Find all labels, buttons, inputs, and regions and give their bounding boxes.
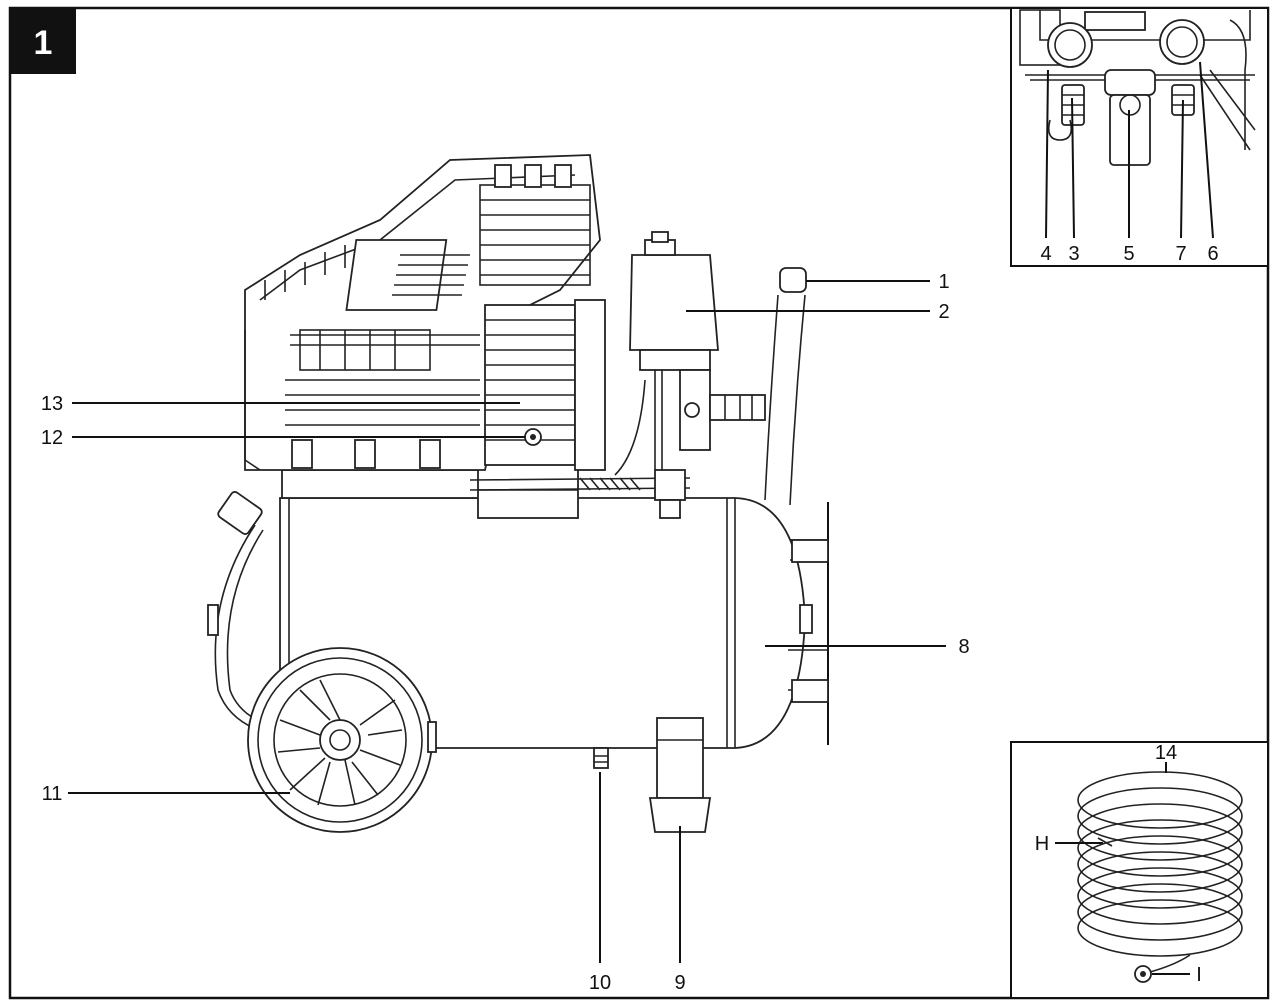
callout-11: 11 <box>42 783 63 805</box>
outlet-pipe <box>764 267 807 506</box>
callout-3: 3 <box>1068 243 1079 265</box>
callout-I: I <box>1196 964 1202 986</box>
motor-shroud <box>244 154 601 471</box>
callout-10: 10 <box>589 972 611 994</box>
wheel <box>247 647 437 833</box>
drain-valve <box>593 747 609 769</box>
callout-4: 4 <box>1040 243 1051 265</box>
figure-badge: 1 <box>10 8 76 74</box>
coiled-hose <box>1077 771 1243 983</box>
callout-7: 7 <box>1175 243 1186 265</box>
gauge-inset: 4 3 5 7 6 <box>1010 7 1269 267</box>
callout-6: 6 <box>1207 243 1218 265</box>
motor-base <box>281 449 691 519</box>
main-callouts: 1 2 13 12 8 11 10 9 <box>41 271 970 994</box>
callout-9: 9 <box>674 972 685 994</box>
callout-1: 1 <box>938 271 949 293</box>
callout-8: 8 <box>958 636 969 658</box>
callout-12: 12 <box>41 427 63 449</box>
outer-frame <box>8 6 1270 1000</box>
callout-13: 13 <box>41 393 63 415</box>
pressure-switch <box>614 231 766 476</box>
rubber-foot <box>648 717 712 833</box>
tank-bracket <box>788 502 829 745</box>
carry-handle <box>207 491 279 736</box>
callout-14: 14 <box>1155 742 1177 764</box>
pump-cylinder <box>484 299 606 471</box>
callout-2: 2 <box>938 301 949 323</box>
figure-number: 1 <box>34 24 53 62</box>
hose-inset: 14 H I <box>1010 741 1269 999</box>
callout-5: 5 <box>1123 243 1134 265</box>
callout-H: H <box>1035 833 1049 855</box>
compressor-illustration <box>207 154 829 833</box>
